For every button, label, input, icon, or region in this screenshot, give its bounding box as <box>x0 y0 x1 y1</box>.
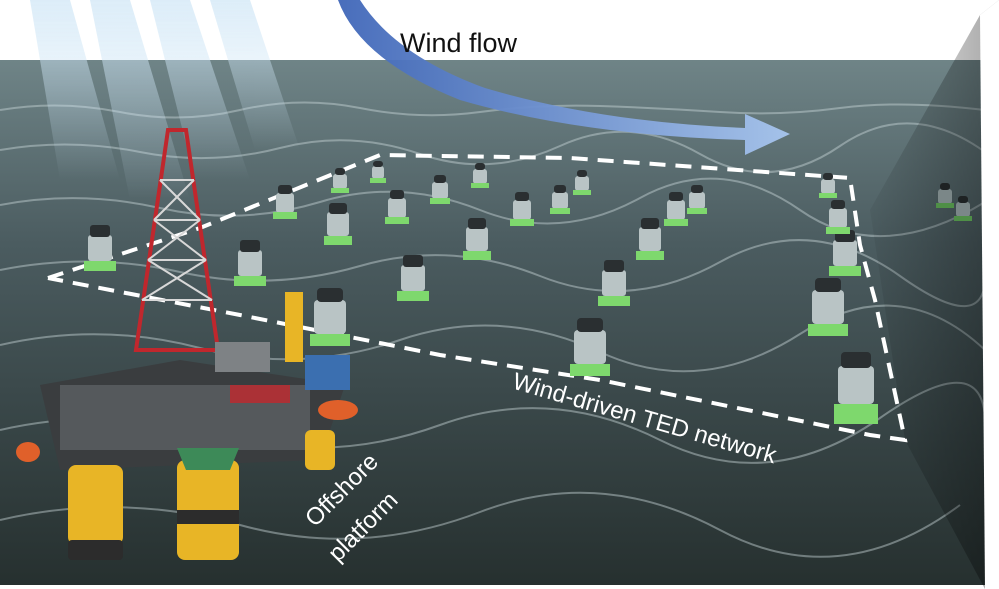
light-rays <box>30 0 300 200</box>
wind-flow-label: Wind flow <box>400 28 518 58</box>
offshore-platform <box>16 128 358 560</box>
network-boundary <box>47 152 908 443</box>
shade-wedge <box>870 0 999 589</box>
wind-arrow <box>338 0 790 155</box>
ted-units <box>84 161 972 424</box>
